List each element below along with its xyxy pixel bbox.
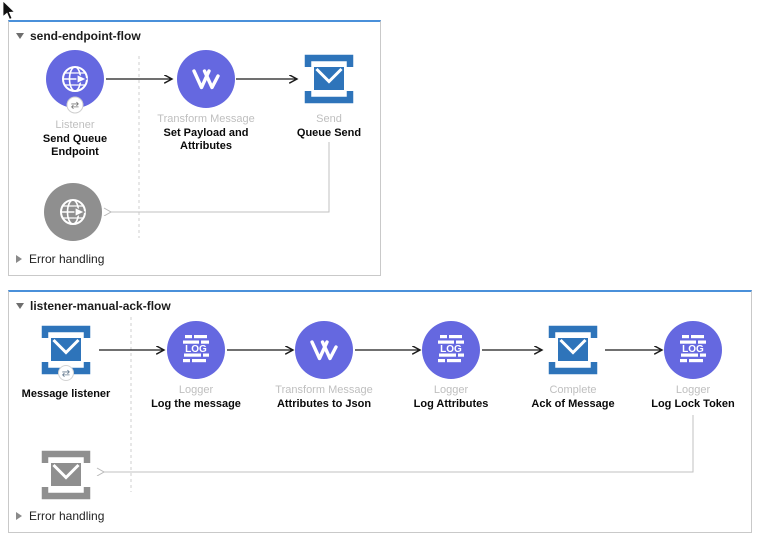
node-type-label: Send xyxy=(316,113,342,125)
error-handling-section[interactable]: Error handling xyxy=(16,509,104,523)
flow-container-send-endpoint: send-endpoint-flow xyxy=(8,20,381,276)
node-complete[interactable]: Complete Ack of Message xyxy=(518,321,628,411)
expand-triangle-icon[interactable] xyxy=(16,255,22,263)
logger-icon[interactable]: LOG xyxy=(422,321,480,379)
mouse-cursor-icon xyxy=(2,1,16,20)
flow-container-listener-manual-ack: listener-manual-ack-flow xyxy=(8,290,752,533)
collapse-triangle-icon[interactable] xyxy=(16,33,24,39)
flow-title: send-endpoint-flow xyxy=(30,29,141,43)
node-send[interactable]: Send Queue Send xyxy=(274,50,384,140)
error-scope-envelope-icon[interactable] xyxy=(37,446,95,509)
envelope-send-icon[interactable] xyxy=(300,50,358,108)
node-type-label: Listener xyxy=(55,119,95,131)
node-transform-message[interactable]: Transform Message Set Payload and Attrib… xyxy=(151,50,261,153)
node-name-label: Attributes to Json xyxy=(276,398,372,410)
svg-text:LOG: LOG xyxy=(440,344,462,355)
node-message-listener[interactable]: ⇄ Message listener xyxy=(11,321,121,401)
envelope-complete-icon[interactable] xyxy=(544,321,602,379)
flow-header[interactable]: listener-manual-ack-flow xyxy=(16,299,171,313)
node-type-label: Transform Message xyxy=(157,113,255,125)
svg-text:⇄: ⇄ xyxy=(62,369,70,380)
node-transform-message[interactable]: Transform Message Attributes to Json xyxy=(269,321,379,411)
node-logger-log-attributes[interactable]: LOG Logger Log Attributes xyxy=(396,321,506,411)
collapse-triangle-icon[interactable] xyxy=(16,303,24,309)
node-name-label: Ack of Message xyxy=(531,398,615,410)
error-handling-label: Error handling xyxy=(29,252,105,266)
node-name-label: Log Attributes xyxy=(413,398,489,410)
dataweave-icon[interactable] xyxy=(177,50,235,108)
node-name-label: Message listener xyxy=(21,388,111,400)
error-handling-label: Error handling xyxy=(29,509,105,523)
node-name-label: Set Payload and Attributes xyxy=(163,127,249,152)
node-logger-log-the-message[interactable]: LOG Logger Log the message xyxy=(141,321,251,411)
node-listener[interactable]: ⇄ Listener Send Queue Endpoint xyxy=(20,50,130,159)
svg-text:LOG: LOG xyxy=(185,344,207,355)
svg-text:⇄: ⇄ xyxy=(71,101,79,112)
node-name-label: Log Lock Token xyxy=(651,398,735,410)
node-name-label: Log the message xyxy=(151,398,241,410)
expand-triangle-icon[interactable] xyxy=(16,512,22,520)
error-scope-globe-icon[interactable] xyxy=(44,183,102,246)
node-type-label: Complete xyxy=(549,384,597,396)
flow-header[interactable]: send-endpoint-flow xyxy=(16,29,141,43)
node-name-label: Queue Send xyxy=(296,127,362,139)
envelope-listener-icon[interactable]: ⇄ xyxy=(37,321,95,383)
node-logger-log-lock-token[interactable]: LOG Logger Log Lock Token xyxy=(638,321,748,411)
node-type-label: Logger xyxy=(675,384,711,396)
error-handling-section[interactable]: Error handling xyxy=(16,252,104,266)
flow-title: listener-manual-ack-flow xyxy=(30,299,171,313)
node-type-label: Transform Message xyxy=(275,384,373,396)
node-name-label: Send Queue Endpoint xyxy=(42,133,108,158)
globe-listener-icon[interactable]: ⇄ xyxy=(46,50,104,114)
logger-icon[interactable]: LOG xyxy=(664,321,722,379)
logger-icon[interactable]: LOG xyxy=(167,321,225,379)
node-type-label: Logger xyxy=(178,384,214,396)
dataweave-icon[interactable] xyxy=(295,321,353,379)
node-type-label: Logger xyxy=(433,384,469,396)
svg-text:LOG: LOG xyxy=(682,344,704,355)
